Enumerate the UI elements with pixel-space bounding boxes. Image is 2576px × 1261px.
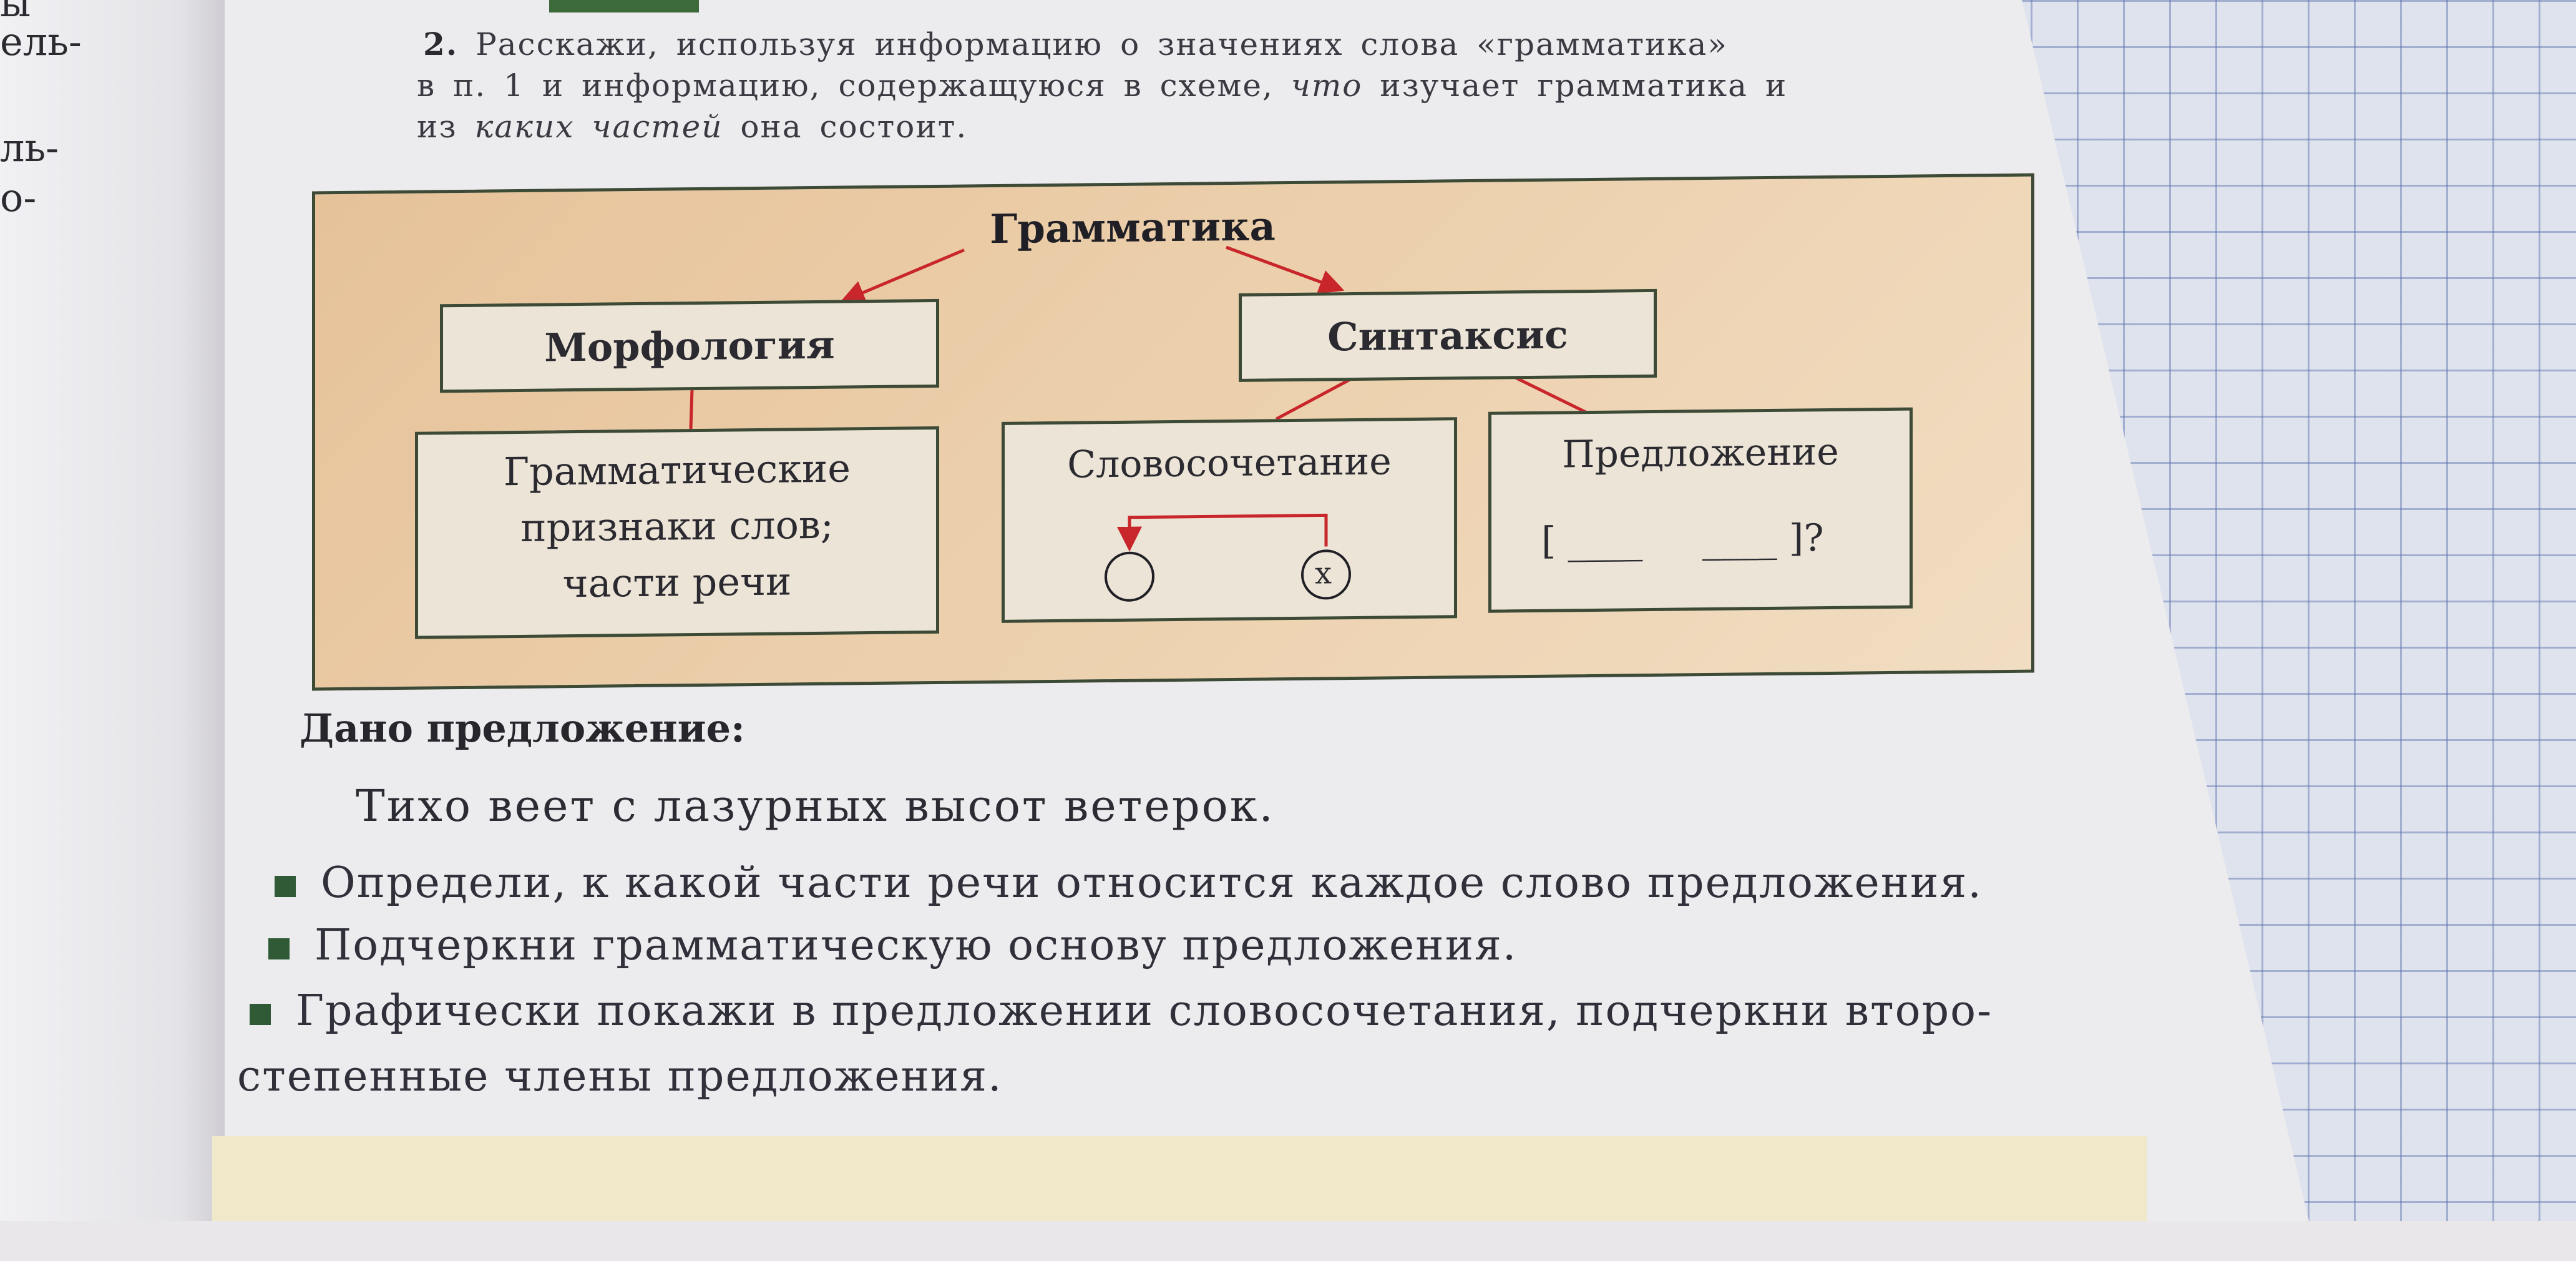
morphology-label: Морфология (544, 321, 835, 371)
main-word-circle (1301, 549, 1351, 600)
task-item: Определи, к какой части речи относится к… (275, 858, 1983, 908)
given-label: Дано предложение: (300, 705, 745, 751)
margin-fragment: ы (0, 0, 31, 26)
task-item-text: Графически покажи в предложении словосоч… (296, 986, 1993, 1036)
task-item-continuation: степенные члены предложения. (237, 1052, 1003, 1101)
task-item-text: Определи, к какой части речи относится к… (321, 858, 1983, 908)
margin-fragment: ль- (0, 125, 59, 170)
main-word-mark: x (1315, 556, 1332, 591)
task-item-text: Подчеркни грамматическую основу предложе… (315, 921, 1518, 970)
syntax-box: Синтаксис (1239, 288, 1657, 382)
task-line3-italic: каких частей (474, 109, 723, 145)
left-page-edge: ы ель- ль- о- (0, 0, 225, 1221)
bullet-square-icon (268, 938, 290, 959)
margin-fragment: ель- (0, 19, 82, 64)
phrase-box: Словосочетание x (1002, 417, 1457, 623)
sentence-label: Предложение (1562, 429, 1839, 477)
line-syntax-to-phrase (1275, 376, 1354, 421)
task-item: Графически покажи в предложении словосоч… (250, 986, 1993, 1036)
line-morph-to-child (689, 389, 694, 429)
arrow-to-syntax (1226, 245, 1345, 294)
dependent-word-circle (1105, 551, 1154, 602)
next-section-strip (212, 1136, 2147, 1221)
task-line2-start: в п. 1 и информацию, содержащуюся в схем… (417, 67, 1274, 104)
grammar-scheme: Грамматика Морфология Синтаксис Граммати… (312, 173, 2034, 691)
scheme-connectors (689, 245, 1589, 429)
bullet-square-icon (250, 1003, 271, 1025)
task-item: Подчеркни грамматическую основу предложе… (268, 921, 1517, 970)
section-marker-icon (549, 0, 699, 12)
grammatical-features-box: Грамматические признаки слов; части речи (415, 426, 939, 639)
phrase-arrow (1117, 513, 1328, 552)
task-instruction: 2. Расскажи, используя информацию о знач… (417, 24, 1952, 147)
arrow-to-morphology (839, 248, 965, 305)
task-line2-end: изучает грамматика и (1380, 67, 1788, 104)
sentence-scheme: [ ____ ____ ]? (1541, 516, 1824, 563)
task-line3-end: она состоит. (740, 109, 968, 145)
phrase-diagram (1105, 513, 1351, 602)
task-line2-italic: что (1290, 67, 1363, 104)
sentence-box: Предложение [ ____ ____ ]? (1488, 407, 1913, 613)
features-line2: признаки слов; (520, 501, 834, 551)
given-sentence: Тихо веет с лазурных высот ветерок. (356, 780, 1275, 832)
exercise-block: Дано предложение: Тихо веет с лазурных в… (237, 705, 1991, 1101)
features-line1: Грамматические (504, 445, 851, 495)
book-page: ы ель- ль- о- 2. Расскажи, используя инф… (0, 0, 2147, 1221)
bullet-square-icon (275, 875, 296, 897)
features-line3: части речи (562, 558, 792, 607)
task-line3-start: из (417, 109, 457, 145)
morphology-box: Морфология (440, 298, 939, 393)
syntax-label: Синтаксис (1327, 312, 1568, 360)
margin-fragment: о- (0, 175, 37, 220)
task-line1: Расскажи, используя информацию о значени… (476, 26, 1728, 62)
task-number: 2. (423, 26, 459, 62)
line-syntax-to-sentence (1512, 375, 1589, 415)
